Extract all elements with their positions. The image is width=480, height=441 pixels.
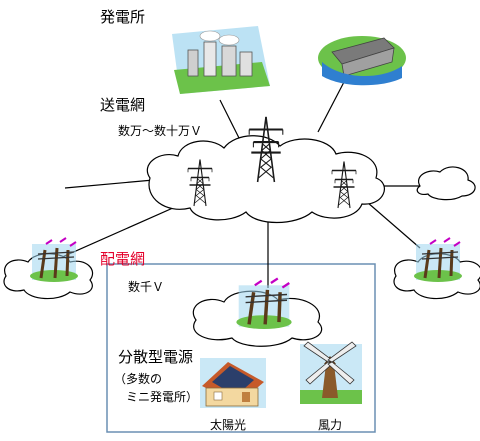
utility-pole-icon xyxy=(234,276,294,331)
right-top-cloud xyxy=(416,166,476,201)
transmission-cloud xyxy=(146,135,385,223)
transmission-voltage-label: 数万〜数十万Ｖ xyxy=(118,124,203,138)
distribution-area-box xyxy=(106,263,376,433)
solar-label: 太陽光 xyxy=(210,418,247,432)
utility-pole-icon xyxy=(412,236,464,284)
distributed-note-line1: （多数の xyxy=(114,372,163,386)
distribution-voltage-label: 数千Ｖ xyxy=(128,280,165,294)
windmill-icon xyxy=(300,341,362,404)
distributed-source-label: 分散型電源 xyxy=(118,348,194,366)
distributed-note-line2: ミニ発電所） xyxy=(126,390,199,404)
transmission-grid-label: 送電網 xyxy=(100,96,146,114)
utility-pole-icon xyxy=(28,236,80,284)
wind-label: 風力 xyxy=(318,418,343,432)
thermal-power-plant-icon xyxy=(172,26,270,94)
power-plant-label: 発電所 xyxy=(100,8,146,26)
hydro-dam-icon xyxy=(318,36,406,86)
solar-house-icon xyxy=(200,358,266,408)
distribution-grid-label: 配電網 xyxy=(100,250,146,268)
